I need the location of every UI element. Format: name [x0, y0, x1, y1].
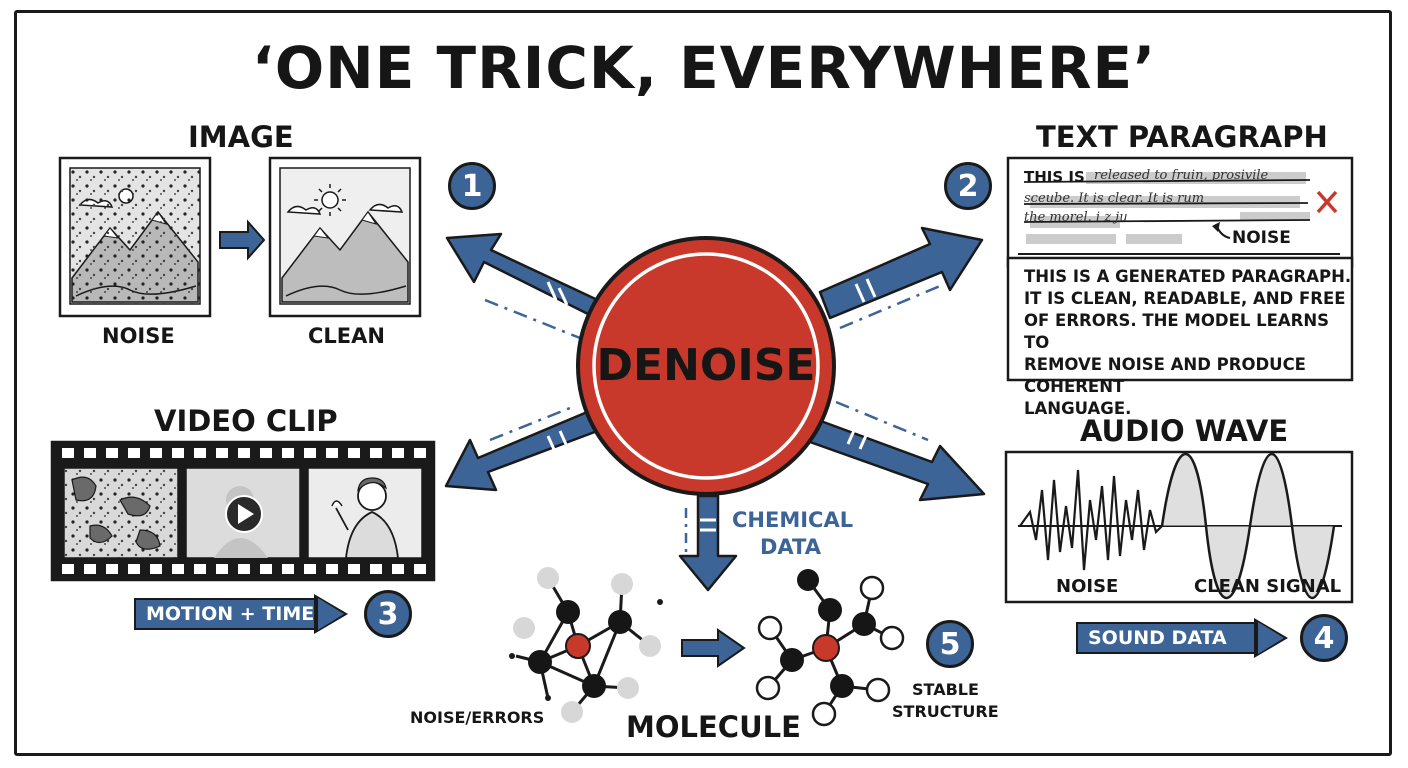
outer-frame — [14, 10, 1392, 756]
denoise-label: DENOISE — [596, 340, 816, 391]
image-heading: IMAGE — [188, 120, 294, 154]
clean-line: OF ERRORS. THE MODEL LEARNS TO — [1024, 311, 1330, 352]
sound-data-arrow: SOUND DATA — [1076, 618, 1288, 658]
dash-video — [489, 406, 571, 442]
clean-line: THIS IS A GENERATED PARAGRAPH. — [1024, 267, 1352, 286]
badge-5: 5 — [926, 620, 974, 668]
video-heading: VIDEO CLIP — [154, 404, 338, 438]
molecule-noise-caption: NOISE/ERRORS — [410, 708, 545, 727]
badge-4: 4 — [1300, 614, 1348, 662]
clean-text-box — [1006, 256, 1354, 382]
motion-time-label: MOTION + TIME — [146, 603, 315, 625]
clean-image — [268, 156, 422, 318]
arrow-to-video — [444, 408, 602, 492]
arrow-to-audio — [808, 418, 986, 502]
image-arrow — [219, 219, 266, 261]
molecule-arrow — [681, 628, 746, 668]
badge-1: 1 — [448, 162, 496, 210]
audio-noise-caption: NOISE — [1056, 576, 1119, 597]
clean-line: REMOVE NOISE AND PRODUCE COHERENT — [1024, 355, 1306, 396]
clean-line: IT IS CLEAN, READABLE, AND FREE — [1024, 289, 1346, 308]
molecule-heading: MOLECULE — [626, 710, 801, 744]
film-strip — [50, 440, 436, 582]
motion-time-arrow: MOTION + TIME — [134, 594, 348, 634]
noisy-scribble-2: sceube. It is clear. It is rum — [1024, 191, 1205, 206]
arrow-to-image — [445, 232, 606, 320]
page-title: ‘ONE TRICK, EVERYWHERE’ — [251, 34, 1157, 102]
arrow-to-molecule — [678, 494, 738, 592]
audio-heading: AUDIO WAVE — [1080, 414, 1289, 448]
audio-clean-caption: CLEAN SIGNAL — [1194, 576, 1342, 597]
image-clean-caption: CLEAN — [308, 324, 385, 348]
badge-2: 2 — [944, 162, 992, 210]
stable-label-1: STABLE — [912, 680, 979, 699]
film-sprockets — [62, 448, 426, 574]
stable-molecule — [755, 569, 905, 727]
noisy-text-box — [1006, 156, 1354, 268]
dash-text — [839, 284, 941, 330]
audio-box — [1004, 450, 1354, 604]
noisy-text-prefix: THIS IS — [1024, 168, 1085, 186]
arrow-to-text — [818, 226, 984, 320]
noisy-image — [58, 156, 212, 318]
stable-label-2: STRUCTURE — [892, 702, 999, 721]
dash-image — [484, 298, 581, 340]
clean-paragraph: THIS IS A GENERATED PARAGRAPH. IT IS CLE… — [1024, 266, 1354, 420]
noisy-scribble-1: released to fruin, prosivile — [1094, 168, 1269, 183]
text-noise-label: NOISE — [1232, 228, 1291, 248]
badge-3: 3 — [364, 590, 412, 638]
noisy-molecule — [509, 567, 663, 723]
clean-line: LANGUAGE. — [1024, 399, 1132, 418]
chemical-label-2: DATA — [760, 535, 822, 559]
sound-data-label: SOUND DATA — [1088, 627, 1227, 649]
noisy-scribble-3: the morel. i z ju — [1024, 210, 1128, 225]
text-heading: TEXT PARAGRAPH — [1036, 120, 1328, 154]
image-noise-caption: NOISE — [102, 324, 175, 348]
denoise-circle — [576, 236, 836, 496]
chemical-label-1: CHEMICAL — [732, 508, 854, 532]
